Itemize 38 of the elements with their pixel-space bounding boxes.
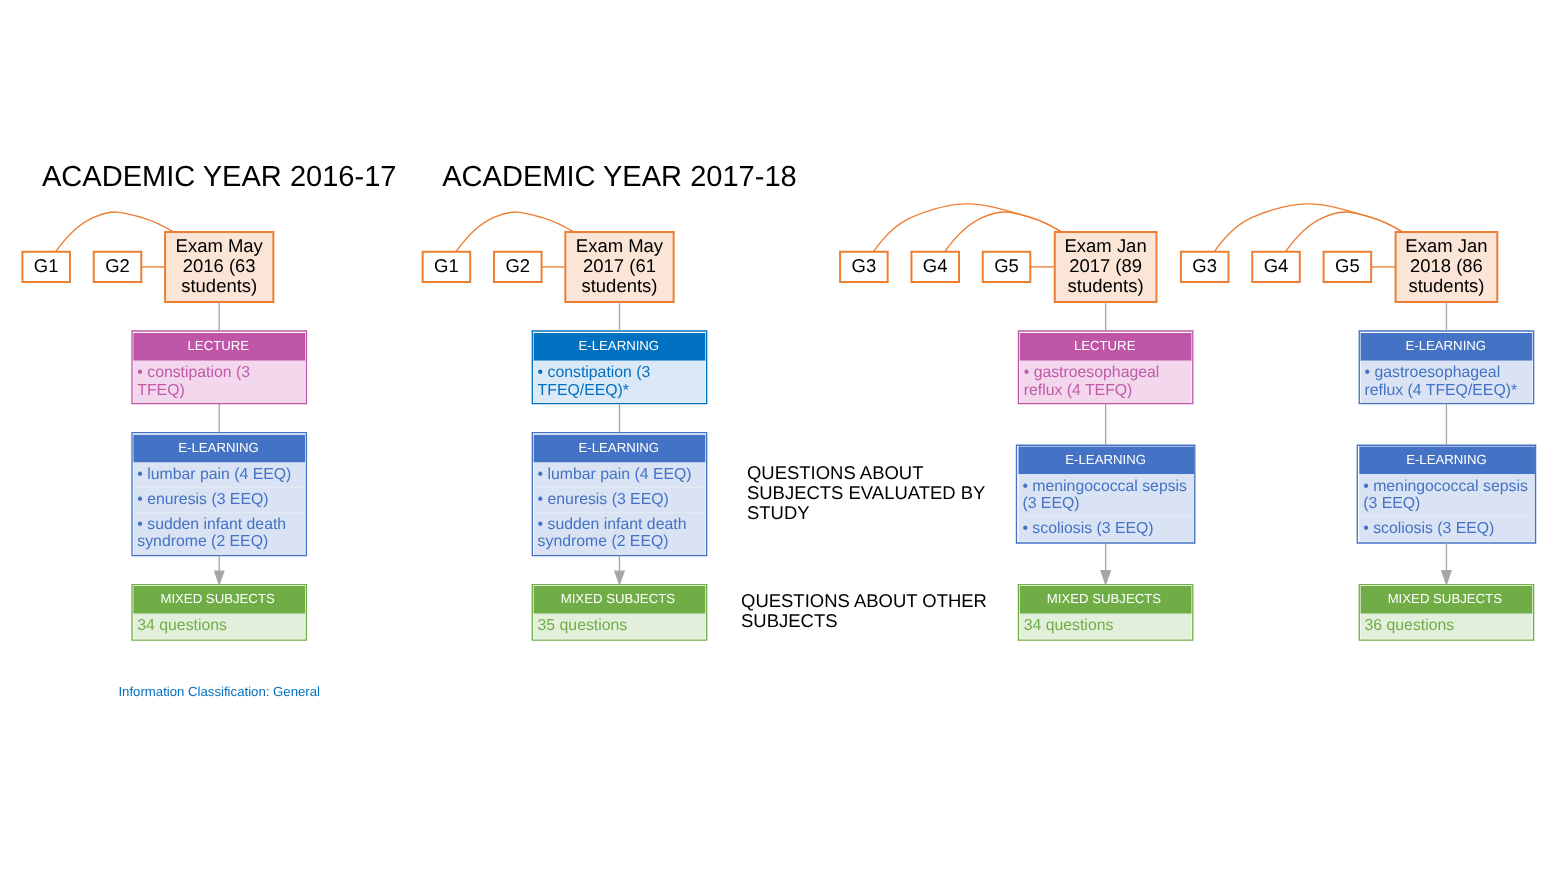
connector: [1104, 300, 1107, 331]
arrow: [1440, 541, 1452, 585]
node-box: G3: [839, 249, 889, 283]
node-box: G5: [1322, 249, 1373, 283]
connector: [618, 402, 621, 432]
connector: [455, 210, 574, 252]
connector: [872, 202, 1062, 252]
node-box: Exam Jan 2018 (86 students): [1394, 229, 1499, 302]
label: QUESTIONS ABOUT SUBJECTS EVALUATED BY STUDY: [746, 462, 986, 522]
connector: [1213, 202, 1403, 252]
node-box: G1: [21, 249, 71, 283]
connector: [1029, 265, 1056, 267]
connector: [618, 300, 621, 331]
connector: [218, 300, 220, 331]
connector: [944, 210, 1062, 252]
node-box: Exam May 2016 (63 students): [164, 229, 275, 302]
node-box: G3: [1179, 249, 1230, 283]
connector: [1445, 300, 1448, 331]
connector: [218, 402, 220, 432]
node-box: Exam May 2017 (61 students): [564, 229, 675, 302]
label: QUESTIONS ABOUT OTHER SUBJECTS: [741, 590, 987, 631]
node-box: G5: [981, 249, 1032, 283]
arrow: [1100, 541, 1112, 585]
node-box: G2: [92, 249, 143, 283]
label: ACADEMIC YEAR 2017-18: [442, 161, 797, 194]
connector: [1370, 265, 1397, 267]
label: ACADEMIC YEAR 2016-17: [41, 161, 397, 194]
connector: [55, 210, 174, 252]
connector: [140, 265, 166, 267]
node-box: G1: [421, 249, 472, 283]
connector: [540, 265, 566, 267]
connector: [1284, 210, 1403, 252]
node-box: G2: [493, 249, 543, 283]
connector: [1445, 402, 1448, 445]
connector: [1104, 402, 1107, 445]
node-box: G4: [1251, 249, 1301, 283]
node-box: Exam Jan 2017 (89 students): [1053, 229, 1158, 302]
node-box: G4: [910, 249, 960, 283]
